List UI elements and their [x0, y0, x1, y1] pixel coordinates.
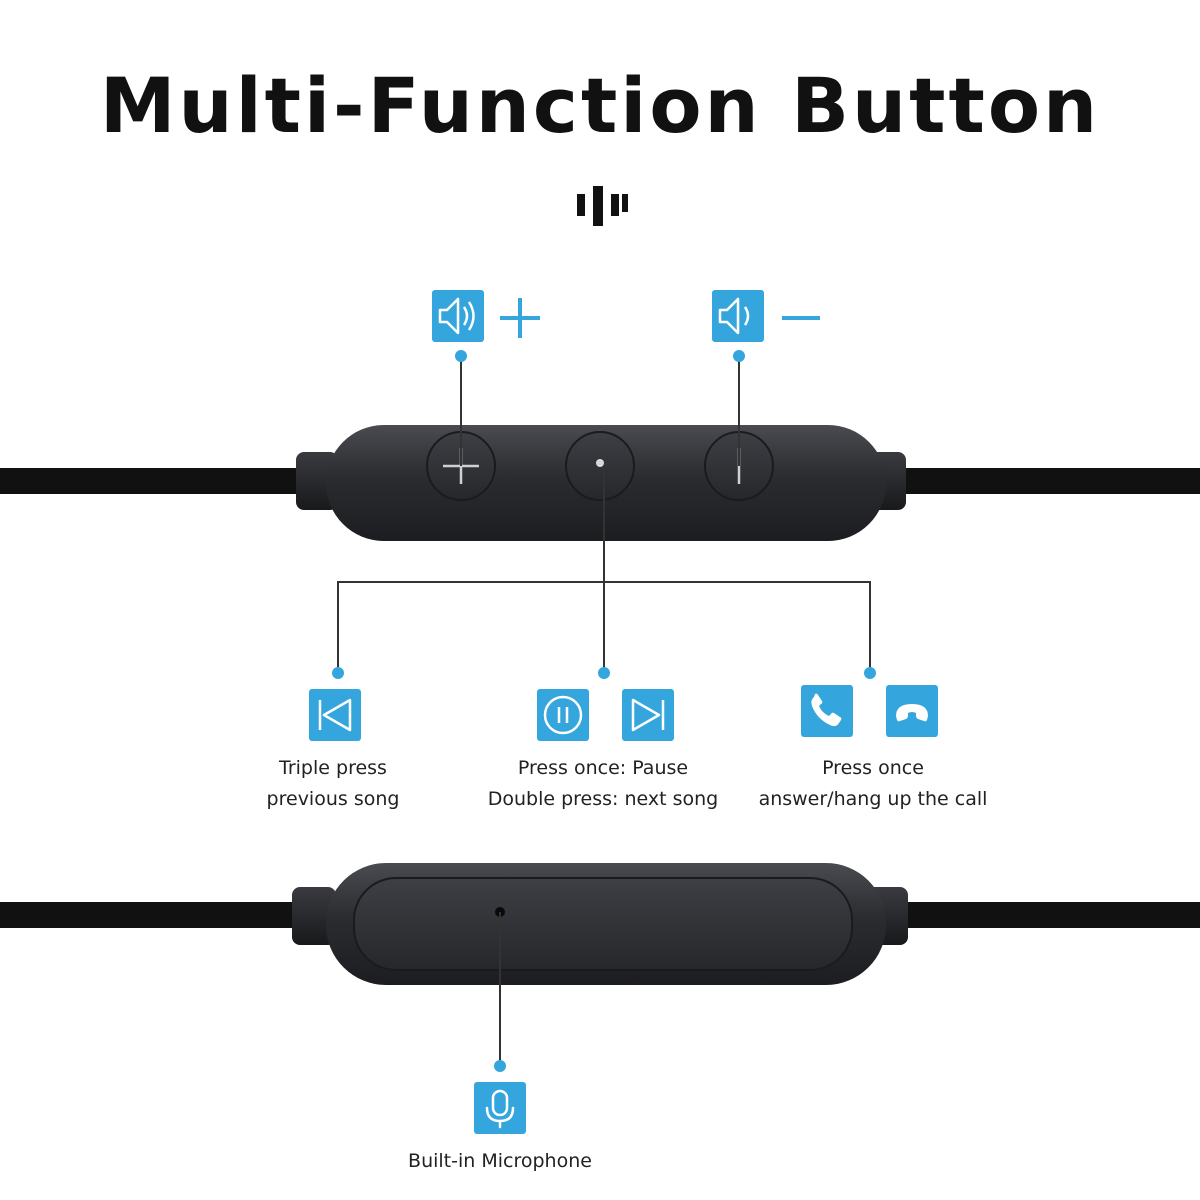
scroll-marker-icon: [577, 186, 628, 226]
speaker-minus-icon: [712, 290, 820, 342]
phone-answer-icon: [801, 685, 853, 737]
page-title: Multi-Function Button: [99, 61, 1101, 150]
remote-control: [0, 425, 1200, 541]
microphone-label: Built-in Microphone: [380, 1146, 620, 1177]
call-label-line1: Press once: [822, 757, 924, 779]
connector-dots: [332, 350, 876, 679]
cable-right: [890, 468, 1200, 494]
microphone-remote: [0, 863, 1200, 985]
microphone-label-text: Built-in Microphone: [408, 1150, 592, 1172]
call-label-line2: answer/hang up the call: [758, 788, 988, 810]
previous-label-line1: Triple press: [279, 757, 387, 779]
pause-icon: [537, 689, 589, 741]
previous-song-label: Triple press previous song: [233, 753, 433, 815]
mic-connector-dot: [494, 1060, 506, 1072]
cable-right-bottom: [890, 902, 1200, 928]
microphone-icon: [474, 1082, 526, 1134]
skip-previous-icon: [309, 689, 361, 741]
connector-lines: [337, 356, 871, 673]
previous-label-line2: previous song: [266, 788, 400, 810]
play-pause-button[interactable]: [565, 431, 635, 501]
phone-hangup-icon: [886, 685, 938, 737]
call-label: Press once answer/hang up the call: [743, 753, 1003, 815]
remote-panel: [353, 877, 853, 971]
play-pause-label: Press once: Pause Double press: next son…: [463, 753, 743, 815]
cable-left: [0, 468, 310, 494]
speaker-plus-icon: [432, 290, 540, 342]
cable-left-bottom: [0, 902, 310, 928]
play-label-line1: Press once: Pause: [517, 757, 689, 779]
cable-cap-left-bottom: [292, 887, 336, 945]
skip-next-icon: [622, 689, 674, 741]
play-label-line2: Double press: next song: [487, 788, 719, 810]
